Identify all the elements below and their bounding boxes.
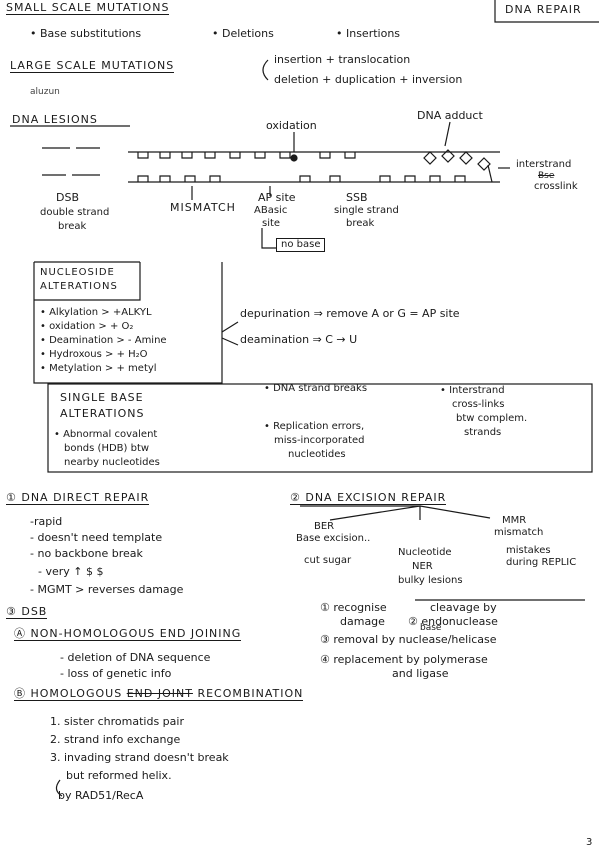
ssb-label: SSB <box>346 191 368 204</box>
single-base-col3: btw complem. <box>456 413 528 424</box>
direct-repair-heading: ① DNA DIRECT REPAIR <box>6 491 150 505</box>
small-scale-item: • Base substitutions <box>30 27 142 40</box>
nucleoside-title2: ALTERATIONS <box>40 281 118 292</box>
nucleoside-title: NUCLEOSIDE <box>40 267 115 278</box>
mmr-mistakes: mistakes <box>506 545 551 556</box>
interstrand-label: interstrand <box>516 159 572 170</box>
hr-prefix: Ⓑ HOMOLOGOUS <box>14 687 123 700</box>
ssb-desc: single strand <box>334 205 399 216</box>
mmr-label: MMR <box>502 515 527 526</box>
adduct-label: DNA adduct <box>417 109 483 122</box>
direct-repair-item: - no backbone break <box>30 547 143 560</box>
nucleoside-item: • Deamination > - Amine <box>40 335 167 346</box>
ner-label: Nucleotide <box>398 547 452 558</box>
ap-site-label: AP site <box>258 191 296 204</box>
nucleoside-item: • Metylation > + metyl <box>40 363 157 374</box>
single-base-col2b: miss-incorporated <box>274 435 365 446</box>
ner-abbrev: NER <box>412 561 433 572</box>
large-scale-line2: deletion + duplication + inversion <box>274 73 463 86</box>
nucleoside-item: • Hydroxous > + H₂O <box>40 349 148 360</box>
corner-title: DNA REPAIR <box>505 3 582 16</box>
hr-item: 2. strand info exchange <box>50 733 181 746</box>
mismatch-label: MISMATCH <box>170 201 236 214</box>
hr-item: by RAD51/RecA <box>58 789 144 802</box>
step-1: ① recognise <box>320 601 387 614</box>
step-3-base: base <box>420 623 442 633</box>
single-base-col3: strands <box>464 427 502 438</box>
step-3: ③ removal by nuclease/helicase <box>320 633 497 646</box>
hr-suffix: RECOMBINATION <box>197 687 304 700</box>
large-scale-line1: insertion + translocation <box>274 53 411 66</box>
single-base-col2: • DNA strand breaks <box>264 383 368 394</box>
nhej-item: - deletion of DNA sequence <box>60 651 211 664</box>
nhej-item: - loss of genetic info <box>60 667 172 680</box>
deamination-note: deamination ⇒ C → U <box>240 333 358 346</box>
depurination-note: depurination ⇒ remove A or G = AP site <box>240 307 460 320</box>
dsb-break: break <box>58 221 87 232</box>
single-base-title: SINGLE BASE <box>60 391 144 404</box>
single-base-col2b: nucleotides <box>288 449 346 460</box>
step-4: ④ replacement by polymerase <box>320 653 488 666</box>
mmr-desc: mismatch <box>494 527 544 538</box>
hr-heading: Ⓑ HOMOLOGOUS END JOINT RECOMBINATION <box>14 687 304 701</box>
hr-item: 3. invading strand doesn't break <box>50 751 229 764</box>
ssb-break: break <box>346 218 375 229</box>
ber-cut: cut sugar <box>304 555 352 566</box>
large-scale-heading: LARGE SCALE MUTATIONS <box>10 59 175 73</box>
interstrand-bse: Bse <box>538 171 555 181</box>
crosslink-label: crosslink <box>534 181 578 192</box>
dsb-heading: ③ DSB <box>6 605 48 619</box>
direct-repair-item: - very ↑ $ $ <box>38 565 104 578</box>
dsb-label: DSB <box>56 191 79 204</box>
small-scale-item: • Insertions <box>336 27 401 40</box>
abasic-label: ABasic <box>254 205 288 216</box>
oxidation-label: oxidation <box>266 119 317 132</box>
page-number: 3 <box>586 837 593 848</box>
direct-repair-item: - doesn't need template <box>30 531 163 544</box>
ber-label: BER <box>314 521 335 532</box>
small-scale-heading: SMALL SCALE MUTATIONS <box>6 1 170 15</box>
hr-strike: END JOINT <box>126 687 193 700</box>
single-base-col1: bonds (HDB) btw <box>64 443 150 454</box>
step-4b: and ligase <box>392 667 449 680</box>
ber-desc: Base excision.. <box>296 533 371 544</box>
nucleoside-item: • Alkylation > +ALKYL <box>40 307 152 318</box>
hr-item: but reformed helix. <box>66 769 172 782</box>
single-base-col2b: • Replication errors, <box>264 421 365 432</box>
step-2b: ② endonuclease <box>408 615 498 628</box>
hr-item: 1. sister chromatids pair <box>50 715 184 728</box>
single-base-col3: cross-links <box>452 399 505 410</box>
mmr-during: during REPLIC <box>506 557 577 568</box>
step-2: cleavage by <box>430 601 497 614</box>
step-1b: damage <box>340 615 385 628</box>
small-scale-item: • Deletions <box>212 27 274 40</box>
dsb-desc: double strand <box>40 207 110 218</box>
excision-heading: ② DNA EXCISION REPAIR <box>290 491 447 505</box>
direct-repair-item: - MGMT > reverses damage <box>30 583 184 596</box>
nucleoside-item: • oxidation > + O₂ <box>40 321 134 332</box>
single-base-title2: ALTERATIONS <box>60 407 145 420</box>
single-base-col3: • Interstrand <box>440 385 505 396</box>
direct-repair-item: -rapid <box>30 515 63 528</box>
lesions-heading: DNA LESIONS <box>12 113 98 126</box>
ner-desc: bulky lesions <box>398 575 463 586</box>
scribble-text: aluzun <box>30 87 60 97</box>
single-base-col1: nearby nucleotides <box>64 457 160 468</box>
site-label: site <box>262 218 281 229</box>
nhej-heading: Ⓐ NON-HOMOLOGOUS END JOINING <box>14 627 242 641</box>
nobase-box: no base <box>276 238 326 252</box>
single-base-col1: • Abnormal covalent <box>54 429 158 440</box>
